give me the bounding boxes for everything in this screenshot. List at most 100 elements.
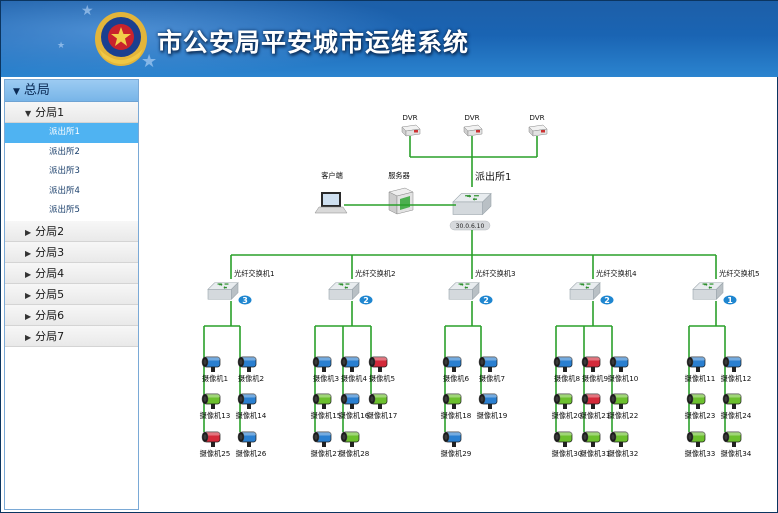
camera-mount xyxy=(732,404,736,409)
camera-摄像机11-icon[interactable] xyxy=(686,356,706,372)
badge-bg xyxy=(358,294,374,306)
camera-摄像机32-icon[interactable] xyxy=(609,431,629,447)
switch-front xyxy=(569,289,594,300)
tree-branch-1[interactable]: ▼分局1 xyxy=(5,102,138,123)
badge-count: 3 xyxy=(242,296,248,305)
tree-branch-7[interactable]: ▶分局7 xyxy=(5,325,138,347)
fiber-switch-2-icon[interactable] xyxy=(328,282,360,300)
camera-mount xyxy=(211,442,215,447)
camera-mount xyxy=(322,442,326,447)
camera-摄像机8-icon[interactable] xyxy=(553,356,573,372)
camera-摄像机21-icon[interactable] xyxy=(581,393,601,409)
camera-label: 摄像机18 xyxy=(441,411,472,420)
station-ip: 30.0.6.10 xyxy=(456,223,485,230)
camera-摄像机4-icon[interactable] xyxy=(340,356,360,372)
camera-摄像机13-icon[interactable] xyxy=(201,393,221,409)
camera-lens-inner xyxy=(370,396,374,402)
switch-label: 光纤交换机5 xyxy=(719,269,760,278)
tree-leaf-3[interactable]: 派出所3 xyxy=(5,162,138,182)
switch-badge: 2 xyxy=(358,294,374,306)
camera-lens-inner xyxy=(444,359,448,365)
tree-leaf-4[interactable]: 派出所4 xyxy=(5,181,138,201)
fiber-switch-5-icon[interactable] xyxy=(692,282,724,300)
camera-摄像机20-icon[interactable] xyxy=(553,393,573,409)
camera-label: 摄像机27 xyxy=(311,449,342,458)
camera-摄像机31-icon[interactable] xyxy=(581,431,601,447)
camera-label: 摄像机2 xyxy=(238,374,264,383)
tree-leaf-5[interactable]: 派出所5 xyxy=(5,201,138,221)
station-switch-icon[interactable] xyxy=(452,192,492,216)
camera-lens-inner xyxy=(480,359,484,365)
tree-branch-2[interactable]: ▶分局2 xyxy=(5,220,138,242)
camera-mount xyxy=(247,442,251,447)
dvr-3-icon[interactable] xyxy=(528,124,548,137)
camera-摄像机28-icon[interactable] xyxy=(340,431,360,447)
camera-label: 摄像机7 xyxy=(479,374,505,383)
camera-摄像机1-icon[interactable] xyxy=(201,356,221,372)
camera-摄像机5-icon[interactable] xyxy=(368,356,388,372)
camera-摄像机6-icon[interactable] xyxy=(442,356,462,372)
camera-mount xyxy=(211,404,215,409)
fiber-switch-3-icon[interactable] xyxy=(448,282,480,300)
camera-lens-inner xyxy=(611,434,615,440)
tree-root-node[interactable]: ▼总局 xyxy=(5,80,138,102)
camera-lens-inner xyxy=(239,359,243,365)
fiber-switch-1-icon[interactable] xyxy=(207,282,239,300)
camera-摄像机24-icon[interactable] xyxy=(722,393,742,409)
badge-bg xyxy=(237,294,253,306)
tree-root-label: 总局 xyxy=(23,83,50,98)
camera-摄像机16-icon[interactable] xyxy=(340,393,360,409)
tree-branch-label: 分局7 xyxy=(35,329,65,343)
camera-摄像机30-icon[interactable] xyxy=(553,431,573,447)
dvr-2-icon[interactable] xyxy=(463,124,483,137)
dvr-1-icon[interactable] xyxy=(401,124,421,137)
tree-leaf-1[interactable]: 派出所1 xyxy=(5,123,138,143)
camera-摄像机23-icon[interactable] xyxy=(686,393,706,409)
camera-摄像机34-icon[interactable] xyxy=(722,431,742,447)
tree-leaf-2[interactable]: 派出所2 xyxy=(5,142,138,162)
camera-mount xyxy=(350,367,354,372)
camera-摄像机7-icon[interactable] xyxy=(478,356,498,372)
tree-branch-3[interactable]: ▶分局3 xyxy=(5,241,138,263)
switch-front xyxy=(692,289,717,300)
switch-arrowhead xyxy=(469,194,472,198)
switch-side xyxy=(472,282,480,300)
camera-lens-inner xyxy=(583,396,587,402)
camera-摄像机9-icon[interactable] xyxy=(581,356,601,372)
camera-label: 摄像机16 xyxy=(339,411,370,420)
server-icon[interactable] xyxy=(388,187,414,215)
camera-摄像机33-icon[interactable] xyxy=(686,431,706,447)
camera-摄像机27-icon[interactable] xyxy=(312,431,332,447)
tree-branch-5[interactable]: ▶分局5 xyxy=(5,283,138,305)
camera-mount xyxy=(563,404,567,409)
fiber-switch-4-icon[interactable] xyxy=(569,282,601,300)
camera-mount xyxy=(488,404,492,409)
camera-lens-inner xyxy=(314,434,318,440)
camera-摄像机17-icon[interactable] xyxy=(368,393,388,409)
camera-摄像机3-icon[interactable] xyxy=(312,356,332,372)
camera-摄像机14-icon[interactable] xyxy=(237,393,257,409)
tree-branch-4[interactable]: ▶分局4 xyxy=(5,262,138,284)
camera-mount xyxy=(696,367,700,372)
camera-摄像机29-icon[interactable] xyxy=(442,431,462,447)
tree-branch-label: 分局1 xyxy=(35,106,65,119)
camera-label: 摄像机5 xyxy=(369,374,395,383)
camera-摄像机22-icon[interactable] xyxy=(609,393,629,409)
camera-label: 摄像机20 xyxy=(552,411,583,420)
camera-摄像机18-icon[interactable] xyxy=(442,393,462,409)
camera-摄像机2-icon[interactable] xyxy=(237,356,257,372)
camera-label: 摄像机23 xyxy=(685,411,716,420)
camera-lens-inner xyxy=(583,434,587,440)
camera-摄像机25-icon[interactable] xyxy=(201,431,221,447)
camera-mount xyxy=(591,442,595,447)
camera-lens-inner xyxy=(724,359,728,365)
camera-mount xyxy=(696,442,700,447)
camera-摄像机19-icon[interactable] xyxy=(478,393,498,409)
camera-mount xyxy=(350,442,354,447)
client-laptop-icon[interactable] xyxy=(314,192,348,214)
camera-摄像机10-icon[interactable] xyxy=(609,356,629,372)
camera-摄像机12-icon[interactable] xyxy=(722,356,742,372)
camera-摄像机15-icon[interactable] xyxy=(312,393,332,409)
tree-branch-6[interactable]: ▶分局6 xyxy=(5,304,138,326)
camera-摄像机26-icon[interactable] xyxy=(237,431,257,447)
